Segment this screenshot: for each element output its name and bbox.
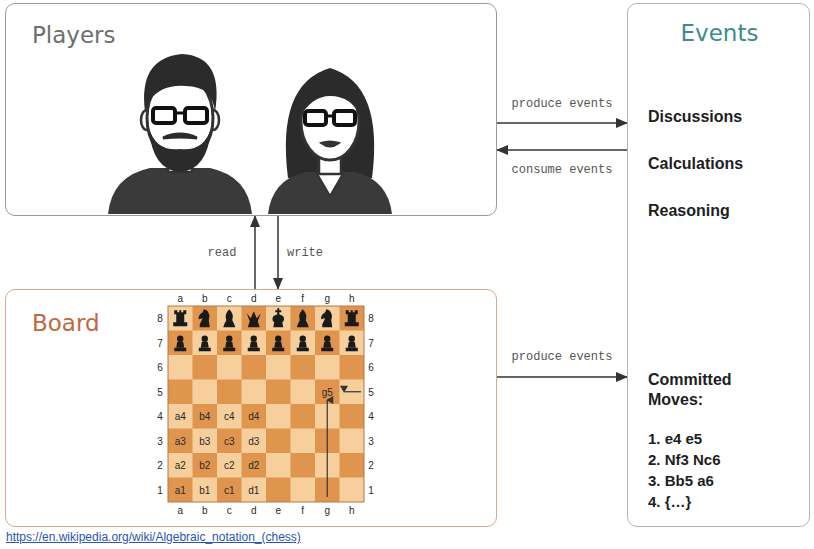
event-arrow — [497, 376, 627, 378]
rank-number: 5 — [157, 386, 163, 397]
rank-number: 1 — [368, 484, 374, 495]
woman-glasses — [305, 111, 326, 125]
man-hair — [144, 54, 217, 112]
file-letter: e — [275, 293, 281, 304]
woman-neckline — [316, 172, 344, 196]
file-letter: d — [251, 293, 257, 304]
man-beard — [149, 128, 211, 172]
rank-number: 3 — [157, 435, 163, 446]
file-letter: f — [301, 293, 304, 304]
man-glasses — [153, 108, 175, 123]
man-shirt — [108, 168, 252, 214]
event-arrow — [497, 122, 627, 124]
event-arrow — [497, 149, 627, 151]
file-letter: f — [301, 505, 304, 516]
file-letter: a — [177, 505, 183, 516]
rank-number: 2 — [368, 460, 374, 471]
square-name: g5 — [322, 386, 333, 397]
square-name: a3 — [175, 435, 186, 446]
arrow-label: produce events — [510, 350, 615, 364]
file-letter: a — [177, 293, 183, 304]
file-letter: g — [324, 505, 330, 516]
chess-board — [168, 306, 364, 502]
move-entry: 3. Bb5 a6 — [648, 472, 714, 489]
square-name: d2 — [248, 460, 259, 471]
square-name: b4 — [199, 411, 210, 422]
file-letter: e — [275, 505, 281, 516]
rank-number: 6 — [157, 362, 163, 373]
move-entry: 2. Nf3 Nc6 — [648, 451, 721, 468]
woman-glasses — [334, 111, 355, 125]
rank-pointer — [344, 391, 361, 392]
rank-number: 8 — [368, 313, 374, 324]
move-entry: 1. e4 e5 — [648, 430, 702, 447]
rank-number: 6 — [368, 362, 374, 373]
rank-number: 5 — [368, 386, 374, 397]
file-letter: h — [349, 505, 355, 516]
file-letter: c — [227, 505, 232, 516]
square-name: b3 — [199, 435, 210, 446]
black-pieces — [173, 308, 359, 351]
rank-number: 4 — [157, 411, 163, 422]
board-squares — [168, 306, 364, 502]
rank-number: 4 — [368, 411, 374, 422]
players-panel: Players — [5, 3, 497, 216]
event-arrow — [277, 216, 279, 289]
arrow-label: consume events — [510, 163, 615, 177]
moves-heading: Committed Moves: — [648, 370, 778, 410]
file-letter: b — [202, 293, 208, 304]
square-name: c1 — [224, 484, 235, 495]
man-glasses-bridge — [175, 112, 185, 115]
move-entry: 4. {…} — [648, 493, 691, 510]
file-letter: b — [202, 505, 208, 516]
square-name: d3 — [248, 435, 259, 446]
square-name: c2 — [224, 460, 235, 471]
file-letter: d — [251, 505, 257, 516]
woman-shirt — [268, 172, 392, 214]
rank-number: 7 — [368, 337, 374, 348]
rank-number: 8 — [157, 313, 163, 324]
square-name: c4 — [224, 411, 235, 422]
square-name: a2 — [175, 460, 186, 471]
source-link: https://en.wikipedia.org/wiki/Algebraic_… — [6, 530, 301, 544]
event-kind: Discussions — [648, 108, 742, 126]
rank-number: 3 — [368, 435, 374, 446]
file-letter: c — [227, 293, 232, 304]
file-letter: h — [349, 293, 355, 304]
arrow-label: read — [206, 246, 239, 260]
events-panel: EventsDiscussionsCalculationsReasoningCo… — [627, 3, 810, 527]
woman-lips — [321, 142, 339, 147]
woman-glasses-bridge — [326, 115, 334, 118]
square-name: c3 — [224, 435, 235, 446]
square-name: a4 — [175, 411, 186, 422]
event-arrow — [254, 216, 256, 289]
rank-number: 7 — [157, 337, 163, 348]
panel-title: Events — [681, 20, 759, 46]
panel-title: Players — [32, 22, 116, 48]
square-name: d4 — [248, 411, 259, 422]
man-moustache — [163, 134, 197, 138]
rank-number: 2 — [157, 460, 163, 471]
woman-hair — [286, 68, 374, 178]
square-name: b1 — [199, 484, 210, 495]
event-kind: Calculations — [648, 155, 743, 173]
man-figure — [108, 54, 252, 214]
file-pointer — [327, 400, 328, 497]
file-letter: g — [324, 293, 330, 304]
arrow-label: produce events — [510, 97, 615, 111]
man-glasses — [185, 108, 207, 123]
square-name: b2 — [199, 460, 210, 471]
arrow-label: write — [285, 246, 325, 260]
rank-number: 1 — [157, 484, 163, 495]
square-name: d1 — [248, 484, 259, 495]
square-name: a1 — [175, 484, 186, 495]
woman-figure — [268, 68, 392, 214]
event-kind: Reasoning — [648, 202, 730, 220]
panel-title: Board — [32, 310, 100, 336]
